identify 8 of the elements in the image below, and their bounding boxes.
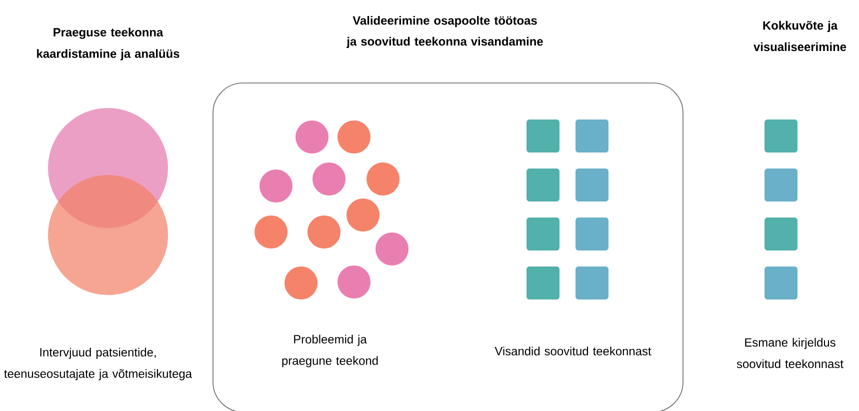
- caption: Intervjuud patsientide, teenuseosutajate ja võtmeisikutega: [4, 348, 192, 380]
- caption: Probleemid ja praegune teekond: [282, 334, 378, 368]
- caption: Visandid soovitud teekonnast: [494, 346, 652, 356]
- heading: Valideerimine osapoolte töötoas ja soovitud teekonna visandamine: [346, 16, 543, 48]
- heading: Praeguse teekonna kaardistamine ja analüüs: [37, 28, 180, 60]
- caption: Esmane kirjeldus soovitud teekonnast: [736, 338, 844, 368]
- heading: Kokkuvõte ja visualiseerimine: [754, 20, 846, 52]
- rounded-frame: [212, 82, 684, 411]
